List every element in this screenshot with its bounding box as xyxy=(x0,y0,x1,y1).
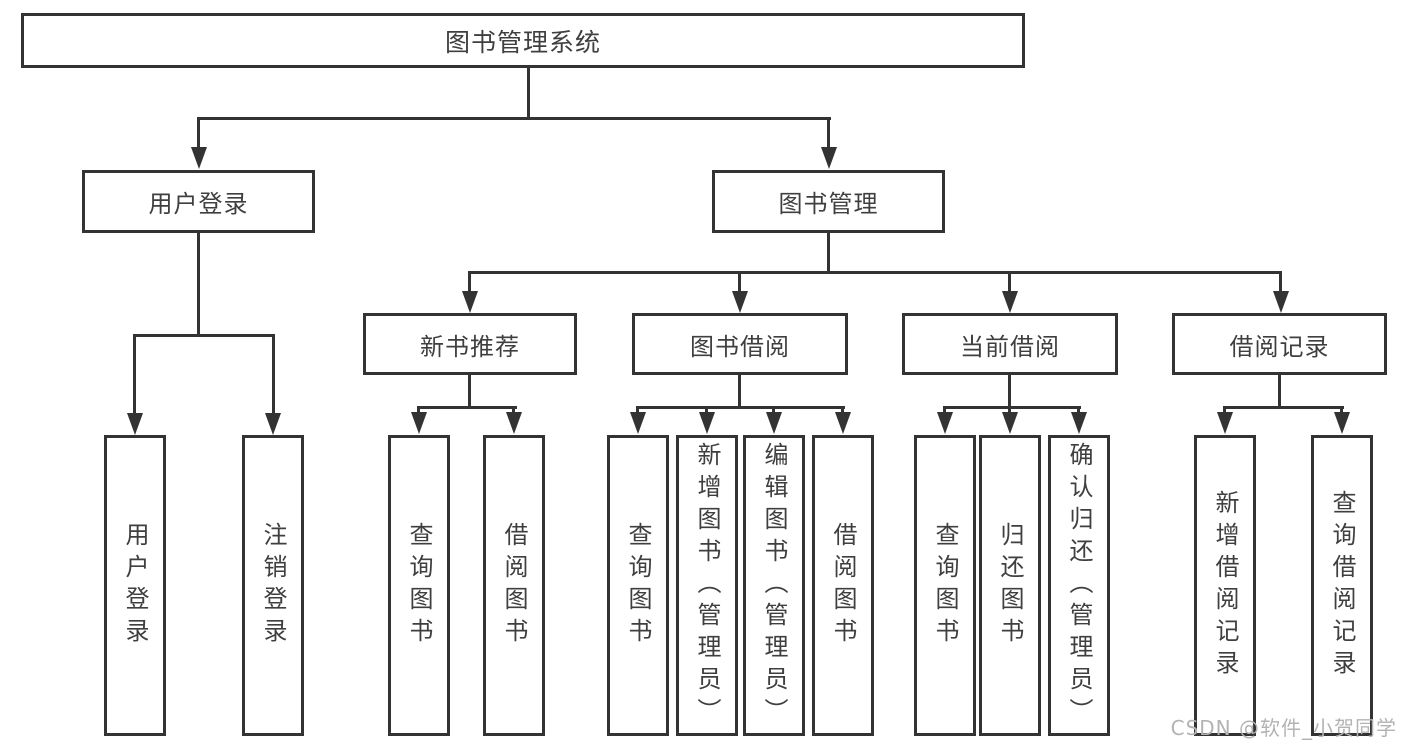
leaf-label: 借阅图书 xyxy=(829,521,857,650)
connector-line xyxy=(197,233,200,337)
leaf-label: 借阅图书 xyxy=(500,521,528,650)
connector-line xyxy=(133,334,275,337)
node-label: 图书借阅 xyxy=(690,332,790,361)
arrow-down-icon xyxy=(127,413,143,435)
leaf-nb-query-books: 查询图书 xyxy=(388,435,450,736)
connector-line xyxy=(827,117,830,149)
leaf-label: 注销登录 xyxy=(259,521,287,650)
connector-line xyxy=(1008,271,1011,293)
connector-line xyxy=(512,406,515,414)
connector-line xyxy=(468,271,1282,274)
leaf-bb-edit-books-admin: 编辑图书（管理员） xyxy=(743,435,805,736)
leaf-cb-return-books: 归还图书 xyxy=(979,435,1041,736)
arrow-down-icon xyxy=(462,291,478,313)
leaf-cb-query-books: 查询图书 xyxy=(914,435,976,736)
connector-line xyxy=(1008,375,1011,409)
leaf-br-add-record: 新增借阅记录 xyxy=(1194,435,1256,736)
node-user-login: 用户登录 xyxy=(82,170,315,233)
leaf-user-login: 用户登录 xyxy=(104,435,166,736)
arrow-down-icon xyxy=(630,412,646,434)
arrow-down-icon xyxy=(191,147,207,169)
node-new-book-recommend: 新书推荐 xyxy=(363,313,577,375)
connector-line xyxy=(705,406,708,414)
connector-line xyxy=(827,233,830,274)
leaf-cb-confirm-return-admin: 确认归还（管理员） xyxy=(1048,435,1110,736)
arrow-down-icon xyxy=(937,412,953,434)
arrow-down-icon xyxy=(1334,412,1350,434)
node-label: 当前借阅 xyxy=(960,332,1060,361)
node-label: 图书管理 xyxy=(778,190,879,218)
arrow-down-icon xyxy=(1071,412,1087,434)
leaf-label: 新增图书（管理员） xyxy=(693,441,721,730)
connector-line xyxy=(197,117,200,149)
node-book-management: 图书管理 xyxy=(712,170,945,233)
connector-line xyxy=(197,117,831,120)
arrow-down-icon xyxy=(1002,291,1018,313)
arrow-down-icon xyxy=(506,412,522,434)
leaf-label: 查询图书 xyxy=(405,521,433,650)
connector-line xyxy=(738,375,741,409)
leaf-label: 查询图书 xyxy=(624,521,652,650)
connector-line xyxy=(636,406,639,414)
arrow-down-icon xyxy=(699,412,715,434)
connector-line xyxy=(943,406,946,414)
node-book-borrowing: 图书借阅 xyxy=(632,313,848,375)
node-label: 新书推荐 xyxy=(420,332,520,361)
arrow-down-icon xyxy=(821,147,837,169)
connector-line xyxy=(133,334,136,414)
leaf-bb-borrow-books: 借阅图书 xyxy=(812,435,874,736)
connector-line xyxy=(1223,406,1344,409)
connector-line xyxy=(738,271,741,293)
connector-line xyxy=(1008,406,1011,414)
connector-line xyxy=(1278,375,1281,409)
leaf-logout: 注销登录 xyxy=(242,435,304,736)
node-library-management-system: 图书管理系统 xyxy=(21,13,1025,68)
connector-line xyxy=(1340,406,1343,414)
arrow-down-icon xyxy=(766,412,782,434)
csdn-watermark: CSDN @软件_小贺同学 xyxy=(1170,716,1397,740)
leaf-br-query-record: 查询借阅记录 xyxy=(1311,435,1373,736)
leaf-label: 用户登录 xyxy=(121,521,149,650)
connector-line xyxy=(1223,406,1226,414)
arrow-down-icon xyxy=(265,413,281,435)
arrow-down-icon xyxy=(1217,412,1233,434)
leaf-nb-borrow-books: 借阅图书 xyxy=(483,435,545,736)
connector-line xyxy=(1077,406,1080,414)
connector-line xyxy=(417,406,517,409)
arrow-down-icon xyxy=(732,291,748,313)
node-label: 图书管理系统 xyxy=(444,27,601,57)
arrow-down-icon xyxy=(1002,412,1018,434)
connector-line xyxy=(272,334,275,414)
leaf-label: 归还图书 xyxy=(996,521,1024,650)
connector-line xyxy=(1279,271,1282,293)
leaf-label: 查询借阅记录 xyxy=(1328,489,1356,682)
arrow-down-icon xyxy=(835,412,851,434)
arrow-down-icon xyxy=(1273,291,1289,313)
leaf-bb-add-books-admin: 新增图书（管理员） xyxy=(676,435,738,736)
leaf-label: 编辑图书（管理员） xyxy=(760,441,788,730)
connector-line xyxy=(943,406,1081,409)
leaf-label: 新增借阅记录 xyxy=(1211,489,1239,682)
connector-line xyxy=(841,406,844,414)
connector-line xyxy=(527,68,530,120)
connector-line xyxy=(468,375,471,409)
connector-line xyxy=(636,406,845,409)
connector-line xyxy=(417,406,420,414)
connector-line xyxy=(772,406,775,414)
leaf-label: 确认归还（管理员） xyxy=(1065,441,1093,730)
leaf-bb-query-books: 查询图书 xyxy=(607,435,669,736)
node-borrowing-records: 借阅记录 xyxy=(1172,313,1387,375)
connector-line xyxy=(468,271,471,293)
leaf-label: 查询图书 xyxy=(931,521,959,650)
node-label: 用户登录 xyxy=(148,190,249,218)
node-current-borrowing: 当前借阅 xyxy=(902,313,1118,375)
node-label: 借阅记录 xyxy=(1229,332,1330,361)
arrow-down-icon xyxy=(411,412,427,434)
